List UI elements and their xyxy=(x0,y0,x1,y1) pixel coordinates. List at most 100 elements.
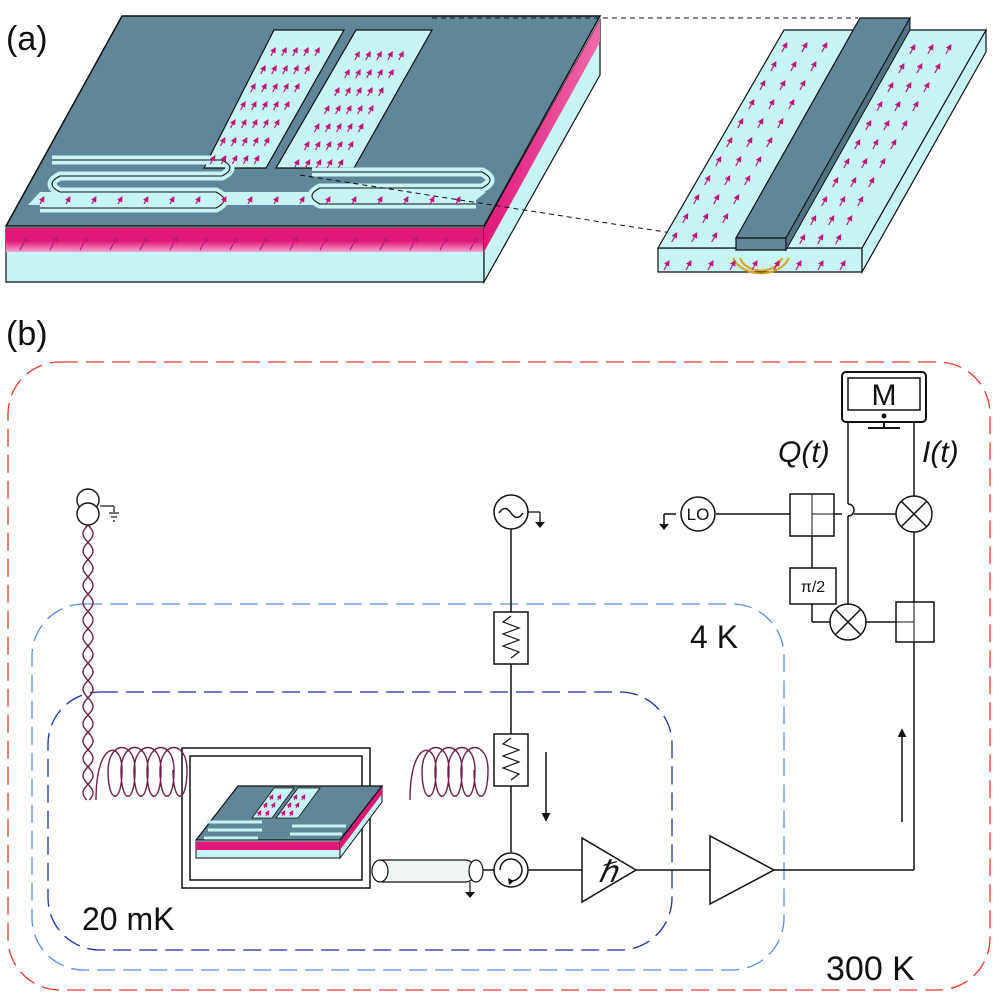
magnetization-arrow xyxy=(220,154,227,165)
magnetization-arrow xyxy=(854,138,861,150)
magnetization-arrow xyxy=(428,195,435,205)
magnetization-arrow xyxy=(713,193,720,205)
magnetization-arrow xyxy=(890,138,897,150)
magnetization-arrow xyxy=(251,100,257,111)
panel-b-label: (b) xyxy=(6,315,48,353)
magnetization-arrow xyxy=(229,235,238,251)
magnetization-arrow xyxy=(746,136,753,148)
magnetization-arrow xyxy=(324,104,330,115)
magnetization-arrow xyxy=(378,86,384,97)
magnetization-arrow xyxy=(230,136,237,147)
magnetization-arrow xyxy=(894,100,901,112)
magnetization-arrow xyxy=(284,100,290,111)
magnetization-arrow xyxy=(861,157,868,169)
magnetization-arrow xyxy=(262,100,268,111)
magnetization-arrow xyxy=(810,60,817,72)
magnetization-arrow xyxy=(262,802,268,809)
magnetization-arrow xyxy=(337,158,344,169)
magnetization-arrow xyxy=(298,195,305,205)
magnetization-arrow xyxy=(872,138,879,150)
magnetization-arrow xyxy=(832,176,839,188)
magnetization-arrow xyxy=(272,82,278,93)
magnetization-arrow xyxy=(282,64,288,75)
magnetization-arrow xyxy=(253,154,260,165)
magnetization-arrow xyxy=(377,68,383,79)
magnetization-arrow xyxy=(398,50,404,61)
i-label: I(t) xyxy=(922,436,959,469)
magnetization-arrow xyxy=(722,212,729,224)
magnetization-arrow xyxy=(357,122,364,133)
magnetization-arrow xyxy=(376,50,382,61)
magnetization-arrow xyxy=(790,60,797,72)
magnetization-arrow xyxy=(729,259,736,271)
magnetization-arrow xyxy=(691,231,698,243)
magnetization-arrow xyxy=(839,259,846,271)
magnetization-arrow xyxy=(168,195,175,205)
magnetization-arrow xyxy=(912,100,919,112)
magnetization-arrow xyxy=(726,136,733,148)
magnetization-arrow xyxy=(263,136,270,147)
magnetization-arrow xyxy=(286,802,292,809)
magnetization-arrow xyxy=(755,155,762,167)
magnetization-arrow xyxy=(865,119,872,131)
magnetization-arrow xyxy=(751,259,758,271)
magnetization-arrow xyxy=(270,802,276,809)
magnetization-arrow xyxy=(334,86,340,97)
magnetization-arrow xyxy=(850,176,857,188)
magnetization-arrow xyxy=(229,118,236,129)
boundary-300k xyxy=(7,361,991,991)
magnetization-arrow xyxy=(303,46,309,57)
magnetization-arrow xyxy=(49,235,58,251)
magnetization-arrow xyxy=(281,46,287,57)
q-label: Q(t) xyxy=(778,436,830,469)
magnetization-arrow xyxy=(711,231,718,243)
monitor-label: M xyxy=(872,379,897,412)
magnetization-arrow xyxy=(220,195,227,205)
magnetization-arrow xyxy=(219,136,226,147)
magnetization-arrow xyxy=(288,810,294,817)
mixer-icon xyxy=(829,603,867,641)
boundary-20mk xyxy=(47,691,673,951)
magnetization-arrow xyxy=(685,259,692,271)
magnetization-arrow xyxy=(240,118,247,129)
magnetization-arrow xyxy=(770,60,777,72)
magnetization-arrow xyxy=(350,195,357,205)
magnetization-arrow xyxy=(817,233,824,245)
magnetization-arrow xyxy=(335,122,342,133)
magnetization-arrow xyxy=(294,82,300,93)
magnetization-arrow xyxy=(682,212,689,224)
label-300k: 300 K xyxy=(826,950,915,988)
magnetization-arrow xyxy=(273,100,279,111)
magnetization-arrow xyxy=(901,119,908,131)
magnetization-arrow xyxy=(768,98,775,110)
magnetization-arrow xyxy=(292,794,298,801)
magnetization-arrow xyxy=(252,136,259,147)
amplifier-icon xyxy=(709,834,776,906)
magnetization-arrow xyxy=(300,794,306,801)
magnetization-arrow xyxy=(271,64,277,75)
magnetization-arrow xyxy=(945,43,952,55)
coax-cable-icon xyxy=(371,859,484,898)
current-source-icon xyxy=(76,488,119,526)
label-20mk: 20 mK xyxy=(82,901,174,937)
local-oscillator xyxy=(659,496,716,532)
magnetization-arrow xyxy=(773,259,780,271)
magnetization-arrow xyxy=(857,195,864,207)
magnetization-arrow xyxy=(916,62,923,74)
magnetization-arrow xyxy=(876,100,883,112)
magnetization-arrow xyxy=(777,117,784,129)
magnetization-arrow xyxy=(715,155,722,167)
magnetization-arrow xyxy=(788,98,795,110)
magnetization-arrow xyxy=(294,802,300,809)
magnetization-arrow xyxy=(116,195,123,205)
magnetization-arrow xyxy=(365,50,371,61)
magnetization-arrow xyxy=(64,195,71,205)
magnetization-arrow xyxy=(927,43,934,55)
magnetization-arrow xyxy=(270,46,276,57)
magnetization-arrow xyxy=(194,195,201,205)
magnetization-arrow xyxy=(799,79,806,91)
magnetization-arrow xyxy=(846,214,853,226)
magnetization-arrow xyxy=(379,235,388,251)
magnetization-arrow xyxy=(280,810,286,817)
